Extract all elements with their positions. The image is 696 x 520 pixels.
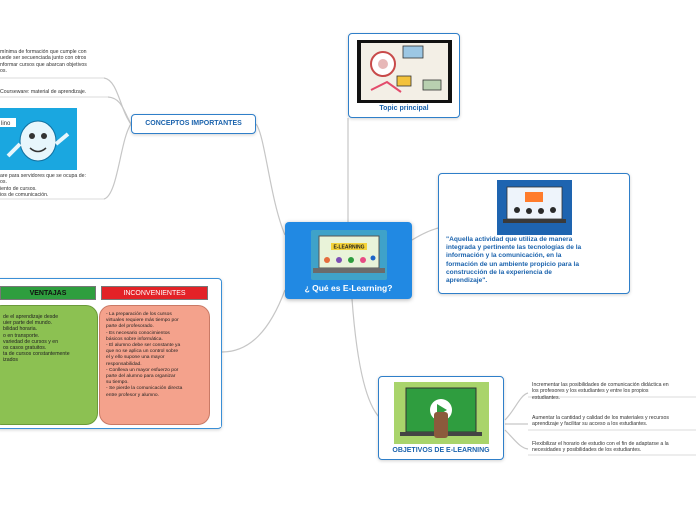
concepto-item-3: are para servidores que se ocupa de:os. … xyxy=(0,173,86,199)
definition-text: "Aquella actividad que utiliza de manera… xyxy=(446,236,582,285)
central-node[interactable]: E-LEARNING ¿ Qué es E-Learning? xyxy=(285,222,412,299)
objetivo-item-3: Flexibilizar el horario de estudio con e… xyxy=(532,441,669,454)
concepto-item-2: Courseware: material de aprendizaje. xyxy=(0,89,87,95)
topic-illustration xyxy=(357,40,452,103)
objetivo-item-2: Aumentar la cantidad y calidad de los ma… xyxy=(532,415,669,428)
online-class-illustration xyxy=(497,180,572,235)
svg-text:E-LEARNING: E-LEARNING xyxy=(333,245,364,251)
link-c3 xyxy=(103,123,132,200)
link-c2 xyxy=(107,96,132,125)
link-o3 xyxy=(504,429,529,450)
elearning-illustration: E-LEARNING xyxy=(311,230,387,280)
conceptos-label: CONCEPTOS IMPORTANTES xyxy=(145,120,242,127)
conceptos-node[interactable]: CONCEPTOS IMPORTANTES xyxy=(131,114,256,134)
inconvenientes-body: - La preparación de los cursos virtuales… xyxy=(99,305,210,425)
central-title: ¿ Qué es E-Learning? xyxy=(304,283,393,293)
link-conceptos xyxy=(255,123,286,236)
ventajas-header: VENTAJAS xyxy=(0,286,96,300)
link-o1 xyxy=(504,392,529,421)
topic-principal-node[interactable]: Topic principal xyxy=(348,33,460,118)
topic-principal-label: Topic principal xyxy=(379,105,429,112)
mascot-badge-text: lino xyxy=(1,121,11,127)
objetivos-label: OBJETIVOS DE E-LEARNING xyxy=(392,447,490,454)
link-definition xyxy=(411,227,439,241)
inconvenientes-list: - La preparación de los cursos virtuales… xyxy=(106,312,183,398)
inconvenientes-header: INCONVENIENTES xyxy=(101,286,208,300)
link-table xyxy=(221,289,286,353)
objetivos-node[interactable]: OBJETIVOS DE E-LEARNING xyxy=(378,376,504,460)
mascot-illustration: lino xyxy=(0,108,77,170)
objetivo-item-1: Incrementar las posibilidades de comunic… xyxy=(532,382,669,401)
link-objetivos xyxy=(351,298,381,419)
definition-node[interactable] xyxy=(438,173,630,294)
video-illustration xyxy=(394,382,489,444)
